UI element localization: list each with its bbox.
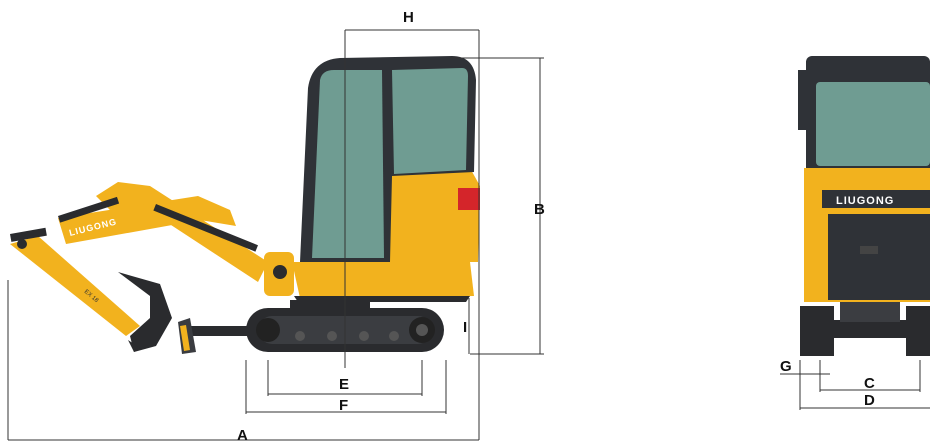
- tail-light: [458, 188, 480, 210]
- front-brand-text: LIUGONG: [836, 195, 894, 207]
- boom: LIUGONG: [58, 182, 294, 296]
- dim-label-F: F: [339, 397, 348, 414]
- dozer-blade: [178, 318, 248, 354]
- dim-label-I: I: [463, 319, 467, 336]
- front-view: LIUGONG G C D: [780, 56, 930, 410]
- dim-label-A: A: [237, 427, 248, 443]
- dim-label-G: G: [780, 358, 792, 375]
- cab: [300, 56, 476, 262]
- front-cab: [798, 56, 930, 174]
- bucket: [118, 272, 172, 352]
- dim-label-B: B: [534, 201, 545, 218]
- dim-label-E: E: [339, 376, 349, 393]
- dim-label-D: D: [864, 392, 875, 409]
- front-tracks: [800, 302, 930, 356]
- front-body: LIUGONG: [804, 168, 930, 302]
- side-view: LIUGONG EX 18: [7, 9, 545, 443]
- side-dimension-lines: [7, 29, 544, 441]
- arm: EX 18: [10, 227, 140, 336]
- dim-label-H: H: [403, 9, 414, 26]
- front-dimension-lines: [780, 360, 930, 410]
- dim-label-C: C: [864, 375, 875, 392]
- upper-structure: [292, 168, 480, 302]
